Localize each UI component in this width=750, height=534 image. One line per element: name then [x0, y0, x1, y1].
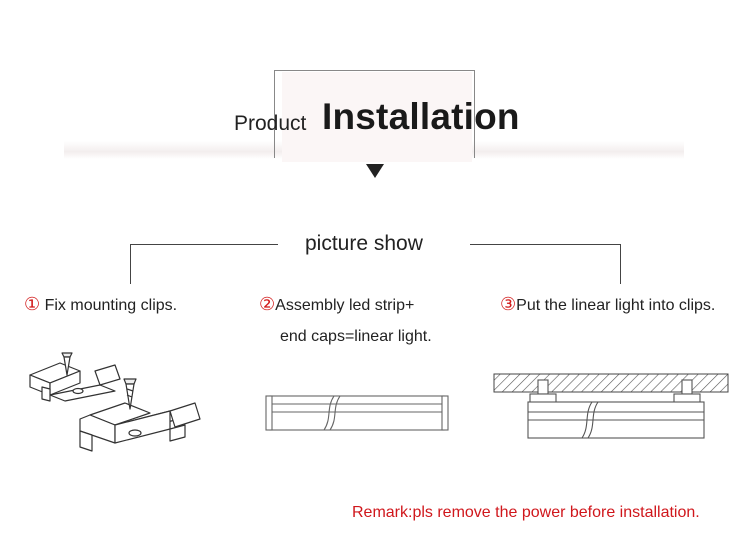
linear-light-illustration — [265, 395, 449, 431]
connector-line-left — [130, 244, 278, 245]
connector-drop-right — [620, 244, 621, 284]
title-box-right-border — [474, 70, 475, 158]
ceiling-installation-illustration — [493, 373, 729, 439]
down-arrow-icon — [366, 164, 384, 178]
step-3-caption: ③Put the linear light into clips. — [500, 294, 715, 315]
step-1-text: Fix mounting clips. — [44, 297, 178, 314]
title-box-top-border — [274, 70, 474, 71]
connector-drop-left — [130, 244, 131, 284]
step-3-text: Put the linear light into clips. — [516, 297, 716, 314]
step-2-number: ② — [259, 294, 276, 314]
title-prefix: Product — [234, 112, 307, 135]
remark-note: Remark:pls remove the power before insta… — [352, 504, 700, 521]
step-2-text: Assembly led strip+ — [275, 297, 415, 314]
step-2-text-line2: end caps=linear light. — [280, 328, 432, 345]
step-1-caption: ① Fix mounting clips. — [24, 294, 177, 315]
page-title: Installation — [322, 96, 520, 137]
step-3-number: ③ — [500, 294, 517, 314]
section-label: picture show — [305, 232, 423, 255]
step-1-number: ① — [24, 294, 41, 314]
mounting-clips-illustration — [29, 352, 201, 452]
title-box-fill — [282, 72, 472, 162]
connector-line-right — [470, 244, 620, 245]
title-box-left-border — [274, 70, 275, 158]
step-2-caption: ②Assembly led strip+ — [259, 294, 414, 315]
